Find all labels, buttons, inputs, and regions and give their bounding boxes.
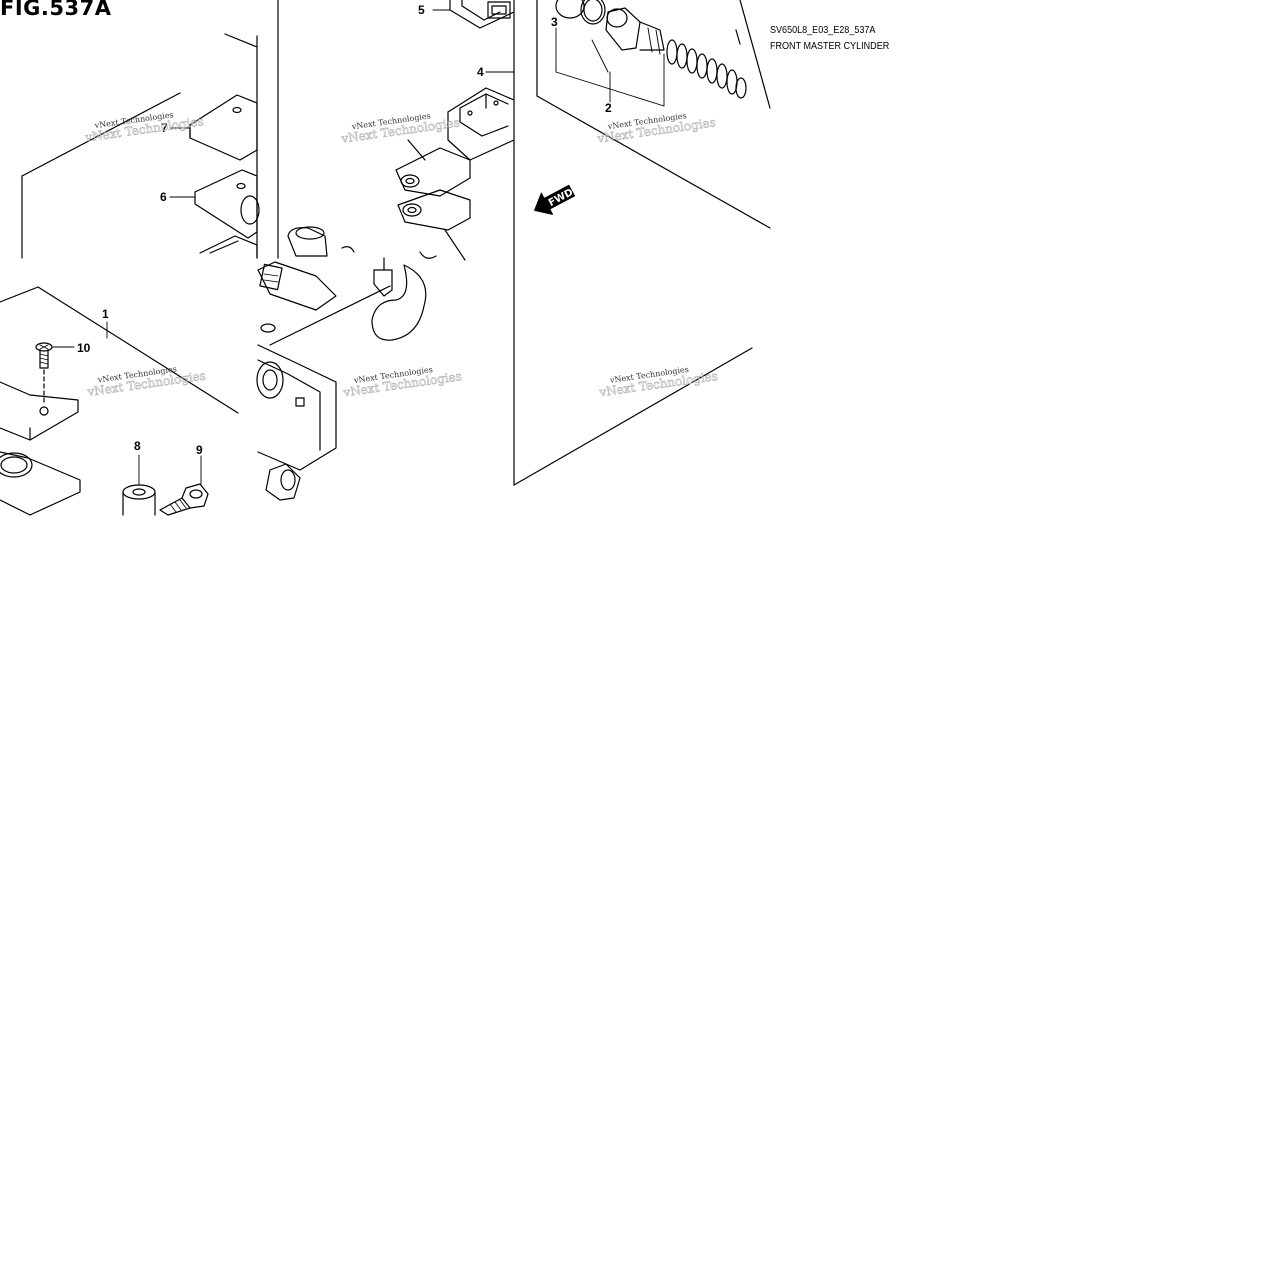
figure-title: FIG.537A xyxy=(0,0,112,20)
fwd-arrow: FWD xyxy=(534,184,575,215)
reservoir-cap-5 xyxy=(449,0,515,29)
watermarks: vNext Technologies vNext Technologies vN… xyxy=(83,110,719,400)
callout-2: 2 xyxy=(605,101,612,115)
callout-3: 3 xyxy=(551,15,558,29)
callout-9: 9 xyxy=(196,443,203,457)
callout-8: 8 xyxy=(134,439,141,453)
return-spring xyxy=(666,39,747,99)
figure-name: FRONT MASTER CYLINDER xyxy=(770,40,890,52)
reservoir-cap-1 xyxy=(0,381,81,516)
reservoir-top-left xyxy=(199,235,258,259)
center-panel-frame xyxy=(269,0,515,486)
bolt-9 xyxy=(159,483,209,516)
callout-labels: 1 2 3 4 5 6 7 8 9 10 xyxy=(77,3,612,457)
figure-code: SV650L8_E03_E28_537A xyxy=(770,24,876,36)
boot-and-clamp xyxy=(287,226,437,341)
callout-7: 7 xyxy=(161,121,168,135)
screw-10 xyxy=(35,342,53,406)
callout-10: 10 xyxy=(77,341,91,355)
callout-5: 5 xyxy=(418,3,425,17)
callout-1: 1 xyxy=(102,307,109,321)
diaphragm-plate-7 xyxy=(189,94,258,161)
seal-ring-3 xyxy=(555,0,606,25)
callout-6: 6 xyxy=(160,190,167,204)
callout-4: 4 xyxy=(477,65,484,79)
right-panel-frame xyxy=(513,0,771,486)
left-lower-panel-frame xyxy=(0,286,239,414)
callout-leaders xyxy=(52,9,665,486)
piston-set-2 xyxy=(605,0,771,109)
spacer-8 xyxy=(122,484,156,516)
diaphragm-6 xyxy=(194,169,260,239)
cylinder-body-4 xyxy=(447,87,515,161)
cylinder-body-lower xyxy=(256,261,337,501)
lever-pivot-bracket xyxy=(395,139,471,261)
left-upper-panel-frame xyxy=(21,33,258,259)
